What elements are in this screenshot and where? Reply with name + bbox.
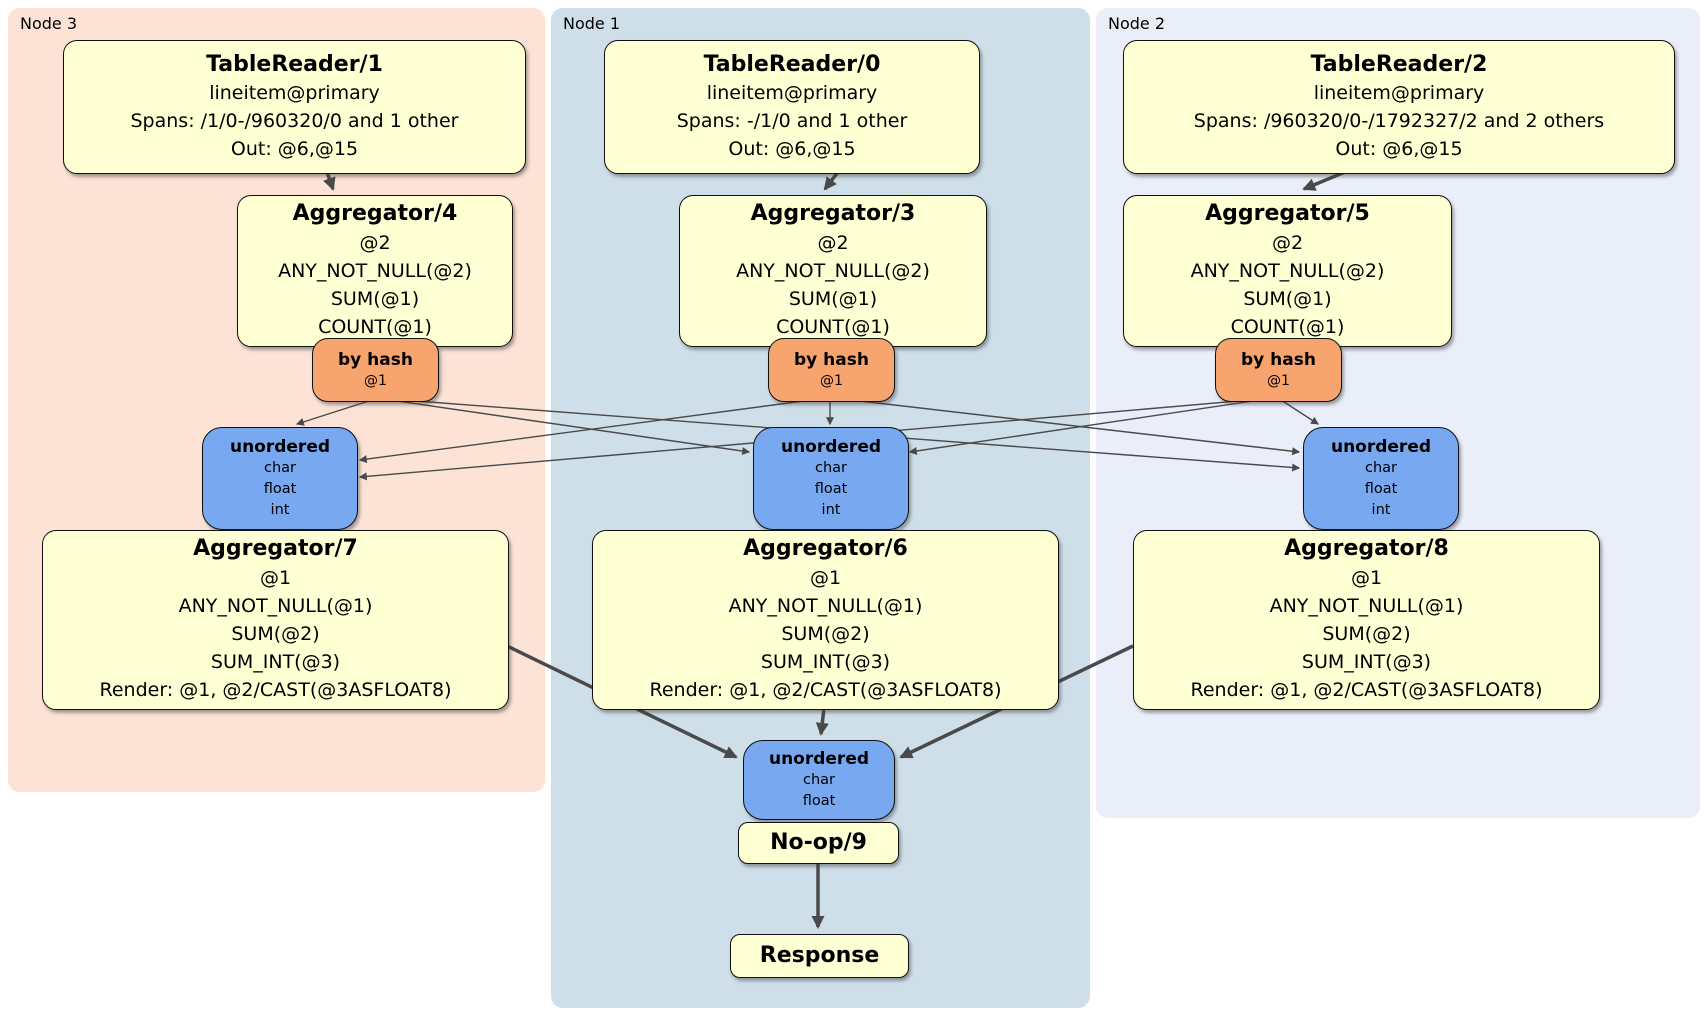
- sync-column: int: [821, 502, 841, 519]
- processor-line: Render: @1, @2/CAST(@3ASFLOAT8): [99, 679, 452, 702]
- processor-title: TableReader/2: [1310, 51, 1488, 77]
- processor-line: @2: [359, 232, 391, 255]
- processor-line: Out: @6,@15: [1335, 138, 1463, 161]
- noop-9: No-op/9: [738, 822, 899, 864]
- tablereader-2: TableReader/2 lineitem@primary Spans: /9…: [1123, 40, 1675, 174]
- processor-line: @1: [1350, 567, 1383, 590]
- sync-column: int: [1371, 502, 1391, 519]
- sync-column: int: [270, 502, 290, 519]
- router-detail: @1: [820, 372, 843, 389]
- processor-line: lineitem@primary: [706, 82, 878, 105]
- router-detail: @1: [364, 372, 387, 389]
- aggregator-6: Aggregator/6 @1 ANY_NOT_NULL(@1) SUM(@2)…: [592, 530, 1059, 710]
- processor-line: SUM(@2): [1322, 623, 1411, 646]
- processor-line: COUNT(@1): [318, 316, 432, 339]
- hash-router-middle: by hash @1: [768, 338, 895, 402]
- processor-line: Out: @6,@15: [230, 138, 359, 161]
- processor-line: ANY_NOT_NULL(@1): [1269, 595, 1464, 618]
- processor-line: SUM(@1): [330, 288, 420, 311]
- processor-line: Spans: -/1/0 and 1 other: [676, 110, 908, 133]
- sync-title: unordered: [229, 436, 331, 457]
- processor-line: @1: [809, 567, 842, 590]
- processor-line: SUM_INT(@3): [760, 651, 891, 674]
- processor-line: lineitem@primary: [209, 82, 380, 105]
- processor-title: Aggregator/8: [1284, 536, 1449, 562]
- processor-title: TableReader/1: [206, 51, 383, 77]
- processor-line: SUM_INT(@3): [1301, 651, 1432, 674]
- processor-title: Aggregator/6: [743, 536, 908, 562]
- sync-title: unordered: [780, 436, 882, 457]
- sync-column: float: [263, 481, 297, 498]
- tablereader-0: TableReader/0 lineitem@primary Spans: -/…: [604, 40, 980, 174]
- processor-title: TableReader/0: [703, 51, 881, 77]
- processor-line: COUNT(@1): [776, 316, 890, 339]
- processor-line: Render: @1, @2/CAST(@3ASFLOAT8): [1190, 679, 1543, 702]
- processor-line: @2: [817, 232, 849, 255]
- unordered-sync-middle: unordered char float int: [753, 427, 909, 530]
- processor-line: ANY_NOT_NULL(@2): [1190, 260, 1385, 283]
- aggregator-4: Aggregator/4 @2 ANY_NOT_NULL(@2) SUM(@1)…: [237, 195, 513, 347]
- processor-line: Render: @1, @2/CAST(@3ASFLOAT8): [649, 679, 1002, 702]
- processor-line: @1: [259, 567, 292, 590]
- processor-line: SUM(@1): [1243, 288, 1332, 311]
- hash-router-left: by hash @1: [312, 338, 439, 402]
- sync-column: float: [814, 481, 848, 498]
- router-detail: @1: [1267, 372, 1290, 389]
- sync-column: float: [802, 793, 836, 810]
- router-title: by hash: [1241, 350, 1316, 371]
- sync-column: char: [814, 460, 847, 477]
- processor-line: ANY_NOT_NULL(@1): [728, 595, 923, 618]
- unordered-sync-final: unordered char float: [743, 740, 895, 820]
- processor-title: Aggregator/4: [292, 201, 458, 227]
- sync-title: unordered: [1330, 436, 1432, 457]
- router-title: by hash: [338, 350, 413, 371]
- node1-label: Node 1: [563, 14, 621, 33]
- sync-column: float: [1364, 481, 1398, 498]
- processor-line: Spans: /1/0-/960320/0 and 1 other: [130, 110, 459, 133]
- processor-line: ANY_NOT_NULL(@2): [736, 260, 930, 283]
- sync-column: char: [263, 460, 296, 477]
- node2-label: Node 2: [1108, 14, 1166, 33]
- processor-line: ANY_NOT_NULL(@2): [278, 260, 472, 283]
- processor-line: SUM(@1): [788, 288, 878, 311]
- processor-title: Aggregator/7: [193, 536, 358, 562]
- processor-line: @2: [1271, 232, 1304, 255]
- processor-line: SUM(@2): [781, 623, 870, 646]
- processor-line: ANY_NOT_NULL(@1): [178, 595, 373, 618]
- aggregator-7: Aggregator/7 @1 ANY_NOT_NULL(@1) SUM(@2)…: [42, 530, 509, 710]
- aggregator-8: Aggregator/8 @1 ANY_NOT_NULL(@1) SUM(@2)…: [1133, 530, 1600, 710]
- processor-title: Aggregator/3: [750, 201, 916, 227]
- unordered-sync-right: unordered char float int: [1303, 427, 1459, 530]
- processor-line: SUM(@2): [231, 623, 320, 646]
- processor-line: COUNT(@1): [1230, 316, 1345, 339]
- unordered-sync-left: unordered char float int: [202, 427, 358, 530]
- sync-column: char: [1364, 460, 1397, 477]
- sync-column: char: [802, 772, 835, 789]
- aggregator-5: Aggregator/5 @2 ANY_NOT_NULL(@2) SUM(@1)…: [1123, 195, 1452, 347]
- processor-title: Aggregator/5: [1205, 201, 1370, 227]
- processor-title: No-op/9: [770, 829, 867, 855]
- processor-line: Spans: /960320/0-/1792327/2 and 2 others: [1193, 110, 1605, 133]
- aggregator-3: Aggregator/3 @2 ANY_NOT_NULL(@2) SUM(@1)…: [679, 195, 987, 347]
- tablereader-1: TableReader/1 lineitem@primary Spans: /1…: [63, 40, 526, 174]
- processor-title: Response: [759, 942, 880, 968]
- node3-label: Node 3: [20, 14, 78, 33]
- processor-line: Out: @6,@15: [728, 138, 856, 161]
- hash-router-right: by hash @1: [1215, 338, 1342, 402]
- sync-title: unordered: [768, 748, 870, 769]
- response: Response: [730, 934, 909, 978]
- processor-line: SUM_INT(@3): [210, 651, 341, 674]
- processor-line: lineitem@primary: [1313, 82, 1485, 105]
- router-title: by hash: [794, 350, 869, 371]
